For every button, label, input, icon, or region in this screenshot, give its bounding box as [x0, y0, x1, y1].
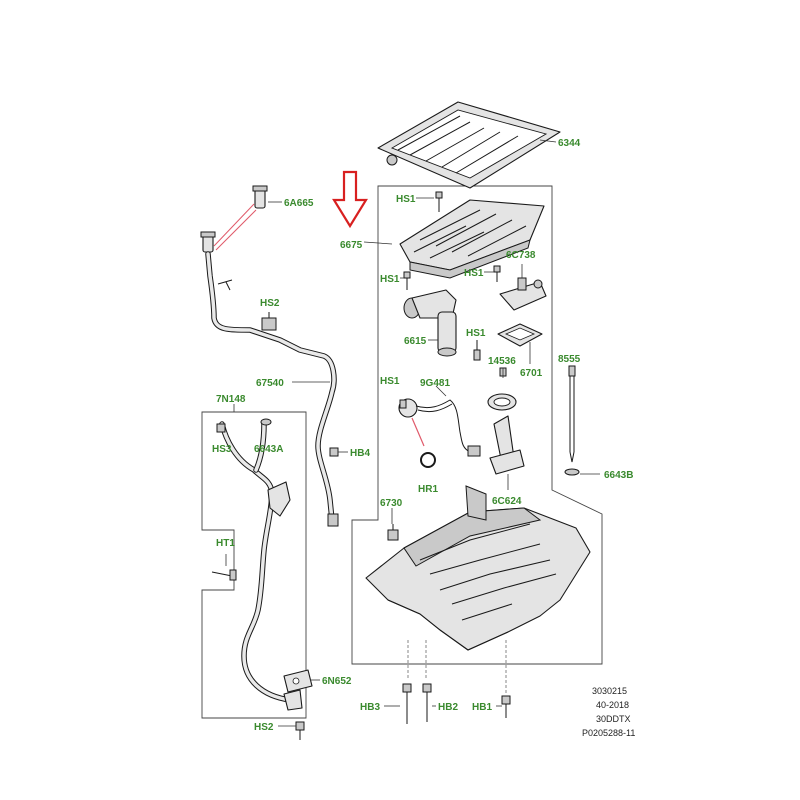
ref-line-4: P0205288-11 — [582, 728, 635, 738]
oil-level-sensor — [398, 398, 481, 457]
label-6n652: 6N652 — [322, 676, 352, 687]
label-hs1-top: HS1 — [396, 194, 416, 205]
label-hs2-top: HS2 — [260, 298, 280, 309]
ht1-stud — [211, 569, 237, 581]
oil-baffle-plate — [399, 199, 545, 279]
hs1-left-bolt — [403, 271, 411, 290]
leader-6675 — [363, 241, 393, 245]
label-hs1-left: HS1 — [380, 274, 400, 285]
label-hb4: HB4 — [350, 448, 370, 459]
label-9g481: 9G481 — [420, 378, 450, 389]
label-hs1-mid: HS1 — [464, 268, 484, 279]
label-6344: 6344 — [558, 138, 581, 149]
pipe-end-fitting — [283, 689, 303, 711]
hb1-bolt — [501, 695, 511, 718]
hs3-bolt — [216, 423, 226, 433]
hs1-stud — [473, 340, 481, 361]
pink-leader-a — [213, 203, 255, 247]
hb3-bolt — [402, 683, 412, 724]
leader-6344 — [539, 139, 557, 143]
label-6643b: 6643B — [604, 470, 633, 481]
red-down-arrow — [332, 170, 368, 229]
6643a-o-ring — [260, 418, 272, 426]
label-8555: 8555 — [558, 354, 581, 365]
label-6675: 6675 — [340, 240, 363, 251]
oil-pan — [365, 485, 591, 651]
label-hs3: HS3 — [212, 444, 232, 455]
hs1-top-bolt — [435, 191, 443, 212]
hs1-mid-bolt — [493, 265, 501, 282]
label-hb2: HB2 — [438, 702, 458, 713]
ref-line-3: 30DDTX — [596, 714, 631, 724]
oil-pickup-tube — [403, 289, 457, 357]
label-7n148: 7N148 — [216, 394, 246, 405]
label-hb3: HB3 — [360, 702, 380, 713]
label-6a665: 6A665 — [284, 198, 314, 209]
sensor-6a665 — [200, 185, 268, 253]
pickup-tube-gasket — [497, 323, 543, 347]
hb2-bolt — [422, 683, 432, 722]
hs2-bolt-bottom — [295, 721, 305, 740]
label-hs1-sensor: HS1 — [380, 376, 400, 387]
oil-pipe-assembly-bracket — [201, 411, 307, 719]
label-6730: 6730 — [380, 498, 403, 509]
drain-plug — [387, 524, 399, 541]
gasket-6n652 — [283, 669, 313, 693]
hs2-clip-top — [261, 312, 277, 331]
ref-line-2: 40-2018 — [596, 700, 629, 710]
pink-leader-hr1 — [411, 417, 425, 447]
vent-pipe-67540 — [205, 251, 337, 523]
hr1-o-ring — [420, 452, 436, 468]
label-14536: 14536 — [488, 356, 516, 367]
label-6701: 6701 — [520, 368, 543, 379]
label-hs1-right: HS1 — [466, 328, 486, 339]
label-ht1: HT1 — [216, 538, 235, 549]
dipstick-tube — [568, 365, 576, 463]
label-6615: 6615 — [404, 336, 427, 347]
oil-pump-pickup-bracket — [499, 277, 547, 311]
label-67540: 67540 — [256, 378, 284, 389]
label-6c738: 6C738 — [506, 250, 536, 261]
label-6643a: 6643A — [254, 444, 283, 455]
oil-pan-gasket — [377, 101, 561, 189]
oil-feed-pipe-7n148 — [219, 421, 293, 703]
label-hr1: HR1 — [418, 484, 438, 495]
pipe-end-clip — [327, 513, 339, 527]
oil-pump-6c624 — [487, 393, 525, 475]
label-hs2-bottom: HS2 — [254, 722, 274, 733]
hb4-bolt — [329, 447, 339, 457]
label-6c624: 6C624 — [492, 496, 522, 507]
pink-leader-b — [215, 209, 257, 251]
dipstick-o-ring — [564, 468, 580, 476]
sump-assembly-bracket — [351, 185, 603, 665]
ref-line-1: 3030215 — [592, 686, 627, 696]
label-hb1: HB1 — [472, 702, 492, 713]
